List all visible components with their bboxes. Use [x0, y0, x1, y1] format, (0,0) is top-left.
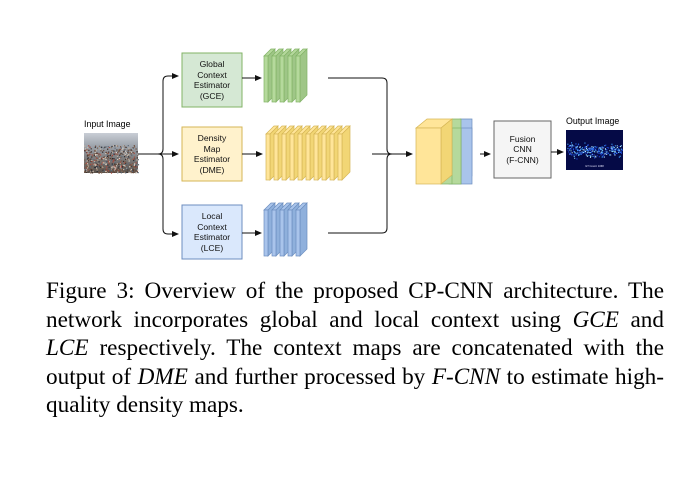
caption-text: and further processed by — [187, 363, 432, 390]
feature-map — [279, 209, 285, 257]
feature-map — [287, 55, 293, 103]
caption-fcnn: F-CNN — [431, 363, 501, 390]
feature-map — [263, 55, 269, 103]
output-image-label: Output Image — [566, 116, 620, 126]
dme-label-line: Density — [197, 133, 227, 143]
gce-box — [181, 52, 243, 108]
feature-map — [295, 209, 301, 257]
lce-label-line: Estimator — [193, 232, 231, 242]
feature-map-side — [299, 202, 308, 257]
fcnn-label-line: CNN — [513, 144, 532, 155]
feature-map — [289, 133, 295, 181]
feature-map — [281, 133, 287, 181]
caption-dme: DME — [137, 363, 188, 390]
feature-map — [265, 133, 271, 181]
feature-map — [273, 133, 279, 181]
fcnn-label-line: Fusion — [509, 133, 536, 144]
concatenated-feature-maps — [415, 118, 473, 185]
fcnn-label: Fusion CNN (F-CNN) — [494, 121, 551, 178]
caption-label: Figure 3: — [46, 278, 135, 304]
dme-label: Density Map Estimator (DME) — [182, 127, 242, 181]
lce-label-line: (LCE) — [200, 242, 224, 253]
input-image — [84, 133, 140, 174]
feature-map — [295, 55, 301, 103]
feature-map-side — [341, 125, 351, 181]
caption-text: Overview of the proposed CP-CNN architec… — [46, 278, 664, 333]
feature-map — [279, 55, 285, 103]
lce-feature-maps — [263, 202, 308, 257]
concat-gce-face — [451, 127, 462, 185]
feature-map — [337, 133, 343, 181]
fcnn-label-line: (F-CNN) — [506, 154, 539, 165]
feature-map — [263, 209, 269, 257]
gce-label-line: (GCE) — [199, 90, 225, 101]
input-connectors — [138, 73, 179, 237]
feature-map-side — [299, 48, 308, 103]
caption-lce: LCE — [46, 335, 89, 362]
figure-caption: Figure 3: Overview of the proposed CP-CN… — [46, 277, 664, 420]
lce-label-line: Context — [197, 221, 227, 232]
output-count-text: GT Count: 1068 — [585, 164, 604, 168]
feature-map — [271, 55, 277, 103]
concat-lce-face — [460, 127, 473, 185]
feature-map — [271, 209, 277, 257]
estimator-arrows — [242, 75, 263, 236]
lce-label: Local Context Estimator (LCE) — [182, 205, 242, 259]
caption-text: to estimate high-quality density maps. — [46, 363, 664, 419]
dme-label-line: Map — [203, 143, 221, 154]
dme-feature-maps — [265, 125, 351, 181]
input-image-label: Input Image — [84, 119, 131, 129]
dme-label-line: Estimator — [193, 154, 231, 164]
caption-text: and — [618, 306, 665, 333]
concat-dme-face — [415, 127, 442, 185]
feature-map — [313, 133, 319, 181]
caption-text: respectively. The context maps are conca… — [46, 335, 664, 390]
lce-box — [181, 204, 243, 260]
gce-feature-maps — [263, 48, 308, 103]
gce-label-line: Context — [197, 69, 227, 80]
architecture-diagram: GT Count: 1068 — [84, 48, 623, 260]
fcnn-box — [493, 120, 552, 179]
dme-label-line: (DME) — [199, 164, 225, 175]
concat-dme-side — [440, 118, 453, 185]
lce-label-line: Local — [201, 211, 223, 221]
caption-gce: GCE — [572, 306, 619, 333]
feature-map — [321, 133, 327, 181]
dme-box — [181, 126, 243, 182]
gce-label-line: Estimator — [193, 80, 231, 90]
gce-label-line: Global — [199, 59, 225, 69]
concat-connectors — [328, 77, 413, 234]
feature-map — [329, 133, 335, 181]
feature-map — [297, 133, 303, 181]
gce-label: Global Context Estimator (GCE) — [182, 53, 242, 107]
feature-map — [287, 209, 293, 257]
feature-map — [305, 133, 311, 181]
output-density-map: GT Count: 1068 — [566, 130, 623, 170]
